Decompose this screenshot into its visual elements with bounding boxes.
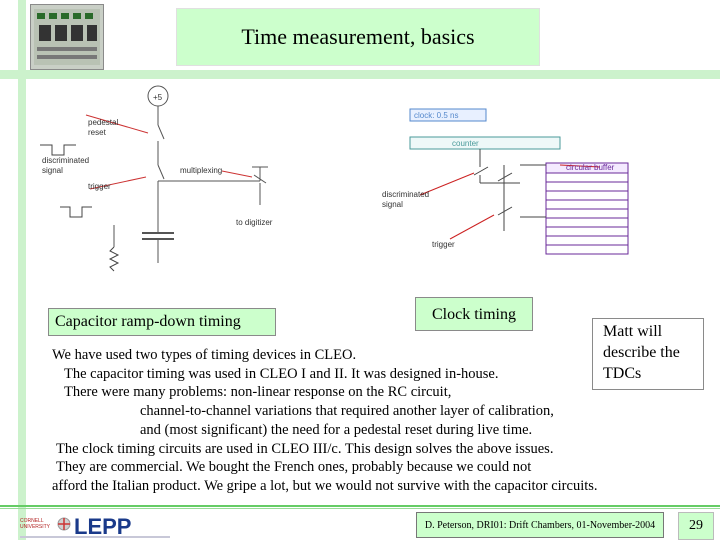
signal-label: signal <box>42 166 63 175</box>
page-number-box: 29 <box>678 512 714 540</box>
body-line: afford the Italian product. We gripe a l… <box>52 477 672 496</box>
clock-caption: Clock timing <box>415 297 533 331</box>
lepp-wordmark: LEPP <box>74 514 131 539</box>
lepp-logo: CORNELL UNIVERSITY LEPP <box>18 512 178 540</box>
slide-title-box: Time measurement, basics <box>176 8 540 66</box>
page-number: 29 <box>689 518 703 534</box>
voltage-label: +5 <box>153 93 163 102</box>
circular-buffer-label: circular buffer <box>566 163 615 172</box>
clock-timing-diagram: clock: 0.5 ns counter circular buffer di… <box>370 105 632 255</box>
to-digitizer-label: to digitizer <box>236 218 273 227</box>
pedestal-label: pedestal <box>88 118 118 127</box>
trigger-label: trigger <box>88 182 111 191</box>
body-line: We have used two types of timing devices… <box>52 346 672 365</box>
clock-label: clock: 0.5 ns <box>414 111 458 120</box>
multiplexing-label: multiplexing <box>180 166 222 175</box>
left-decor-stripe <box>18 0 26 540</box>
body-line: The capacitor timing was used in CLEO I … <box>52 365 672 384</box>
circuit-board-photo <box>30 4 104 70</box>
body-line: channel-to-channel variations that requi… <box>52 402 672 421</box>
header-decor-band <box>0 70 720 79</box>
footer-reference: D. Peterson, DRI01: Drift Chambers, 01-N… <box>416 512 664 538</box>
university-label: UNIVERSITY <box>20 524 51 530</box>
capacitor-caption: Capacitor ramp-down timing <box>48 308 276 336</box>
slide-body-text: We have used two types of timing devices… <box>52 346 672 496</box>
body-line: They are commercial. We bought the Frenc… <box>52 458 672 477</box>
clock-caption-text: Clock timing <box>432 306 516 324</box>
reset-label: reset <box>88 128 107 137</box>
counter-label: counter <box>452 139 479 148</box>
capacitor-caption-text: Capacitor ramp-down timing <box>55 313 241 331</box>
footer-decor-line-thin <box>0 508 720 509</box>
body-line: There were many problems: non-linear res… <box>52 383 672 402</box>
clock-trigger-label: trigger <box>432 240 455 249</box>
footer-decor-line <box>0 505 720 507</box>
clock-discriminated-label: discriminated <box>382 190 429 199</box>
note-line: Matt will <box>603 321 699 342</box>
capacitor-timing-diagram: +5 pedestal reset discriminated signal t… <box>30 85 290 285</box>
body-line: The clock timing circuits are used in CL… <box>52 440 672 459</box>
footer-reference-text: D. Peterson, DRI01: Drift Chambers, 01-N… <box>425 520 655 531</box>
discriminated-label: discriminated <box>42 156 89 165</box>
clock-signal-label: signal <box>382 200 403 209</box>
slide-title: Time measurement, basics <box>241 24 474 50</box>
body-line: and (most significant) the need for a pe… <box>52 421 672 440</box>
